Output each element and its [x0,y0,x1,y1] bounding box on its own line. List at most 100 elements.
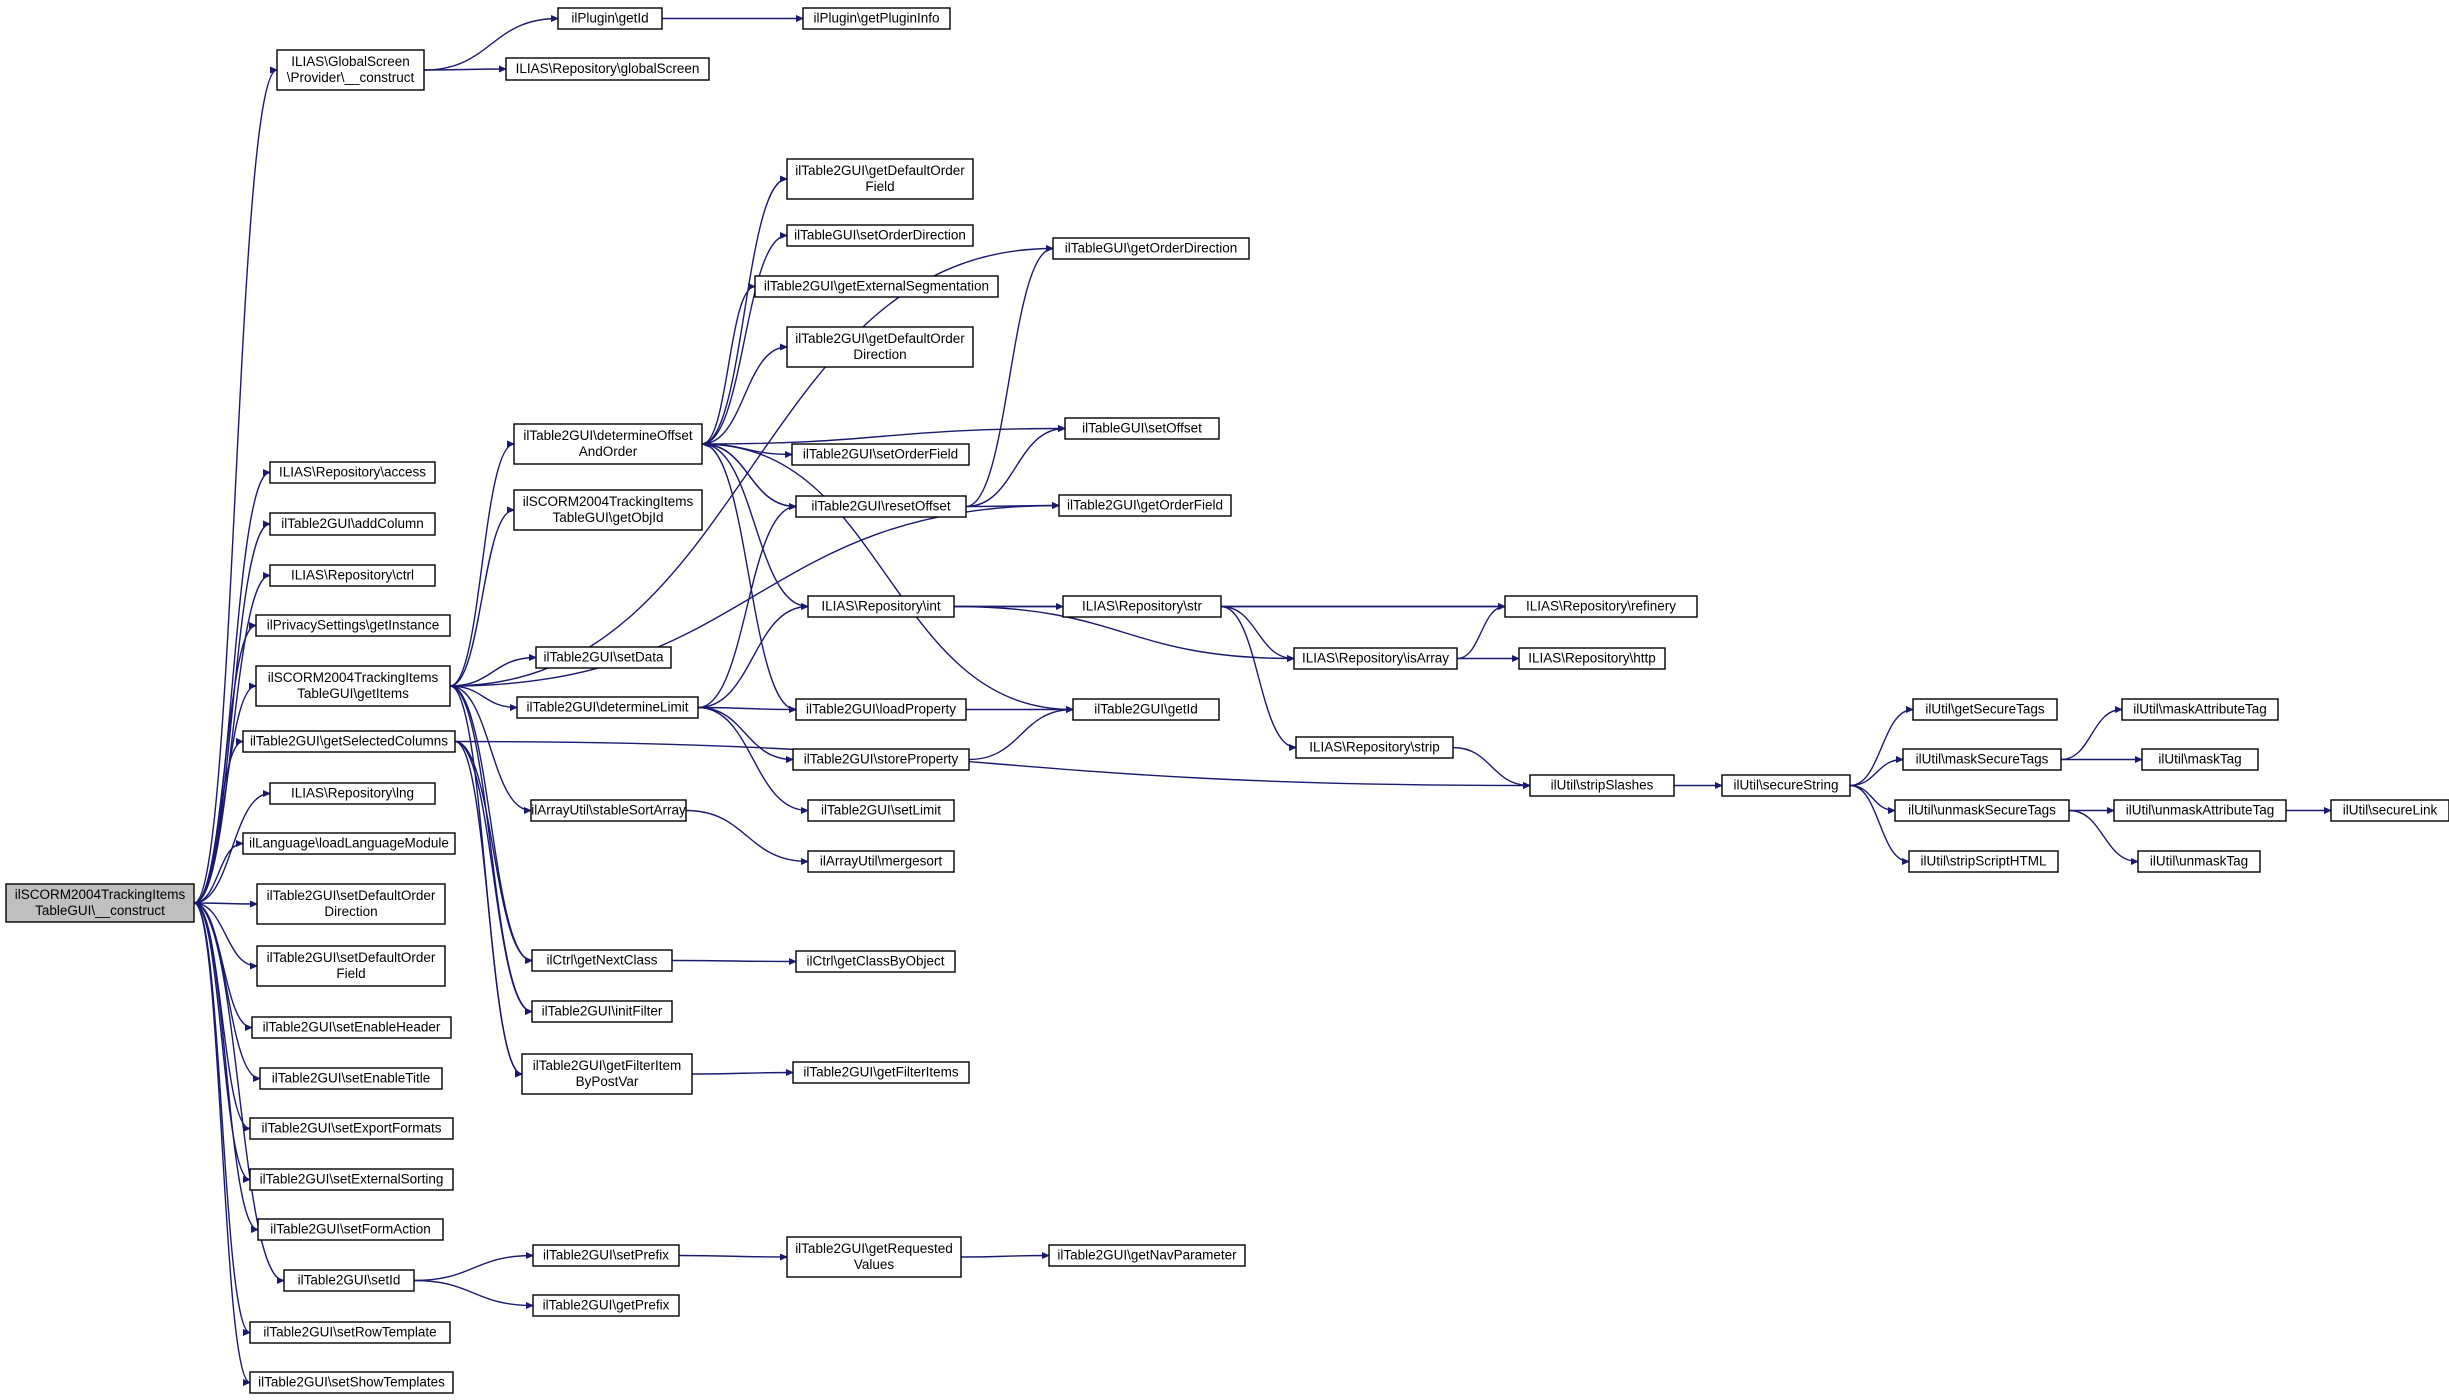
node-repo-access[interactable]: ILIAS\Repository\access [269,461,436,484]
node-gs-construct[interactable]: ILIAS\GlobalScreen\Provider\__construct [276,49,425,91]
node-repo-str[interactable]: ILIAS\Repository\str [1062,595,1222,618]
node-box [1902,748,2062,771]
node-determine-limit[interactable]: ilTable2GUI\determineLimit [516,696,699,719]
node-label: ilTable2GUI\setDefaultOrder [267,888,436,903]
edge-repo-str-to-repo-strip [1220,605,1296,748]
node-privacy-get-instance[interactable]: ilPrivacySettings\getInstance [255,614,451,637]
node-box [795,495,967,518]
node-root[interactable]: ilSCORM2004TrackingItemsTableGUI\__const… [5,883,195,923]
node-mask-tag[interactable]: ilUtil\maskTag [2141,748,2259,771]
node-unmask-tag[interactable]: ilUtil\unmaskTag [2137,850,2261,873]
node-set-external-sorting[interactable]: ilTable2GUI\setExternalSorting [249,1168,454,1191]
node-stable-sort-array[interactable]: ilArrayUtil\stableSortArray [530,799,687,822]
node-get-order-field[interactable]: ilTable2GUI\getOrderField [1058,494,1232,517]
node-label: ilUtil\maskAttributeTag [2133,702,2267,717]
node-get-items[interactable]: ilSCORM2004TrackingItemsTableGUI\getItem… [255,665,451,707]
node-set-data[interactable]: ilTable2GUI\setData [535,646,672,669]
node-get-nav-parameter[interactable]: ilTable2GUI\getNavParameter [1048,1244,1246,1267]
node-t2-get-prefix[interactable]: ilTable2GUI\getPrefix [532,1294,680,1317]
node-set-limit[interactable]: ilTable2GUI\setLimit [807,799,955,822]
edge-get-items-to-get-obj-id [449,510,514,687]
node-repo-strip[interactable]: ILIAS\Repository\strip [1295,736,1454,759]
node-set-row-template[interactable]: ilTable2GUI\setRowTemplate [249,1321,451,1344]
edge-gs-construct-to-plugin-get-id [423,19,558,71]
node-mergesort[interactable]: ilArrayUtil\mergesort [807,850,955,873]
node-box [532,1244,680,1267]
node-lang-load[interactable]: ilLanguage\loadLanguageModule [242,832,456,855]
node-repo-lng[interactable]: ILIAS\Repository\lng [269,782,436,805]
edge-determine-offset-to-load-property [701,443,796,710]
node-load-property[interactable]: ilTable2GUI\loadProperty [795,698,967,721]
node-unmask-secure-tags[interactable]: ilUtil\unmaskSecureTags [1894,799,2070,822]
node-get-class-by-object[interactable]: ilCtrl\getClassByObject [795,950,956,973]
node-t2-get-id[interactable]: ilTable2GUI\getId [1072,698,1220,721]
node-mask-secure-tags[interactable]: ilUtil\maskSecureTags [1902,748,2062,771]
node-box [283,1269,415,1292]
edge-determine-offset-to-tgui-set-offset [701,429,1065,445]
node-t2-add-column[interactable]: ilTable2GUI\addColumn [269,512,436,536]
node-box [786,1236,962,1278]
edge-determine-limit-to-reset-offset [697,507,796,709]
node-t2-set-id[interactable]: ilTable2GUI\setId [283,1269,415,1292]
node-label: ILIAS\Repository\strip [1309,740,1440,755]
node-label: AndOrder [579,444,638,459]
node-secure-string[interactable]: ilUtil\secureString [1721,774,1851,797]
edge-root-to-set-def-order-field [193,902,257,966]
node-get-filter-items[interactable]: ilTable2GUI\getFilterItems [792,1061,970,1084]
node-secure-link[interactable]: ilUtil\secureLink [2330,799,2449,822]
node-t2-set-prefix[interactable]: ilTable2GUI\setPrefix [532,1244,680,1267]
node-t2-set-order-field[interactable]: ilTable2GUI\setOrderField [791,443,970,466]
node-box [1894,799,2070,822]
edge-secure-string-to-mask-secure-tags [1849,760,1903,787]
node-layer: ilSCORM2004TrackingItemsTableGUI\__const… [5,7,2449,1394]
node-store-property[interactable]: ilTable2GUI\storeProperty [792,748,970,771]
node-box [5,883,195,923]
node-get-obj-id[interactable]: ilSCORM2004TrackingItemsTableGUI\getObjI… [513,489,703,531]
node-plugin-get-info[interactable]: ilPlugin\getPluginInfo [802,7,951,30]
node-init-filter[interactable]: ilTable2GUI\initFilter [531,1000,673,1023]
edge-t2-set-prefix-to-get-requested-values [678,1256,787,1258]
node-repo-refinery[interactable]: ILIAS\Repository\refinery [1504,595,1698,618]
node-repo-http[interactable]: ILIAS\Repository\http [1518,647,1666,670]
node-get-secure-tags[interactable]: ilUtil\getSecureTags [1912,698,2058,721]
node-tgui-set-order-direction[interactable]: ilTableGUI\setOrderDirection [786,224,974,247]
node-repo-ctrl[interactable]: ILIAS\Repository\ctrl [269,564,436,587]
node-repo-is-array[interactable]: ILIAS\Repository\isArray [1293,647,1458,670]
node-set-enable-header[interactable]: ilTable2GUI\setEnableHeader [251,1016,452,1039]
node-set-form-action[interactable]: ilTable2GUI\setFormAction [257,1218,444,1241]
node-set-show-templates[interactable]: ilTable2GUI\setShowTemplates [249,1371,454,1394]
edge-get-items-to-stable-sort-array [449,685,531,811]
node-box [2113,799,2287,822]
node-box [1912,698,2058,721]
node-tgui-get-order-direction[interactable]: ilTableGUI\getOrderDirection [1052,237,1250,260]
node-label: Direction [324,904,377,919]
node-repo-int[interactable]: ILIAS\Repository\int [807,595,955,618]
node-plugin-get-id[interactable]: ilPlugin\getId [557,7,663,30]
node-box [531,1000,673,1023]
node-strip-slashes[interactable]: ilUtil\stripSlashes [1529,774,1675,797]
node-box [1293,647,1458,670]
node-get-external-segmentation[interactable]: ilTable2GUI\getExternalSegmentation [754,275,999,298]
node-get-selected-columns[interactable]: ilTable2GUI\getSelectedColumns [242,730,456,753]
node-set-enable-title[interactable]: ilTable2GUI\setEnableTitle [259,1067,443,1090]
node-tgui-set-offset[interactable]: ilTableGUI\setOffset [1064,417,1220,440]
node-reset-offset[interactable]: ilTable2GUI\resetOffset [795,495,967,518]
node-unmask-attribute-tag[interactable]: ilUtil\unmaskAttributeTag [2113,799,2287,822]
node-repo-global-screen[interactable]: ILIAS\Repository\globalScreen [505,57,710,81]
node-set-export-formats[interactable]: ilTable2GUI\setExportFormats [249,1117,454,1140]
node-ctrl-get-next-class[interactable]: ilCtrl\getNextClass [531,949,673,972]
edge-get-requested-values-to-get-nav-parameter [960,1256,1049,1258]
edge-repo-int-to-repo-is-array [953,605,1294,659]
edge-determine-offset-to-get-def-order-field [701,179,787,445]
node-label: ILIAS\Repository\str [1082,599,1203,614]
node-strip-script-html[interactable]: ilUtil\stripScriptHTML [1908,850,2059,873]
node-mask-attribute-tag[interactable]: ilUtil\maskAttributeTag [2121,698,2279,721]
edge-root-to-set-form-action [193,902,258,1230]
